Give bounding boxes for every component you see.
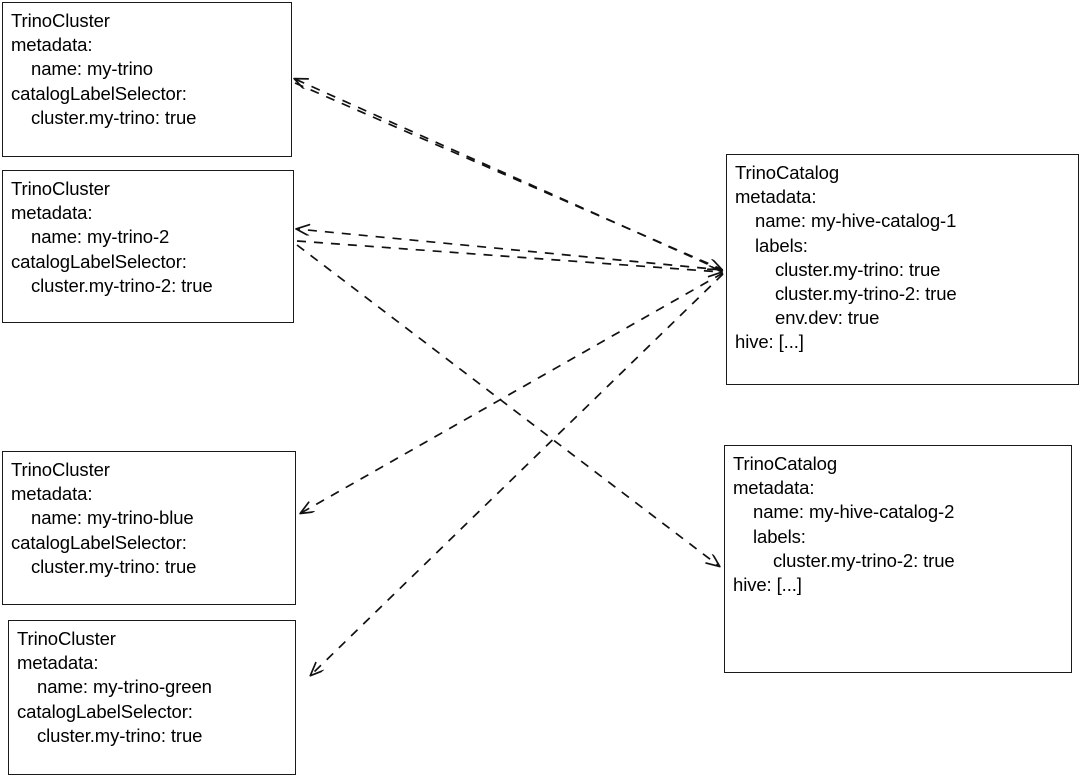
node-line: catalogLabelSelector: — [17, 700, 193, 722]
node-line: TrinoCatalog — [733, 453, 838, 474]
node-line: hive: [...] — [733, 574, 802, 596]
node-line: name: my-hive-catalog-1 — [755, 210, 957, 232]
node-line: cluster.my-trino: true — [31, 555, 197, 577]
edge-my-trino-to-catalog1 — [294, 82, 721, 269]
node-line: catalogLabelSelector: — [11, 250, 187, 272]
node-line: labels: — [755, 234, 808, 256]
node-line: TrinoCluster — [11, 459, 110, 480]
node-line: name: my-trino — [31, 58, 153, 80]
node-line: cluster.my-trino-2: true — [31, 274, 213, 296]
node-line: cluster.my-trino-2: true — [775, 283, 957, 305]
node-line: metadata: — [17, 652, 99, 674]
node-line: hive: [...] — [735, 331, 804, 353]
edge-my-trino-2-to-catalog2 — [296, 244, 719, 566]
node-line: TrinoCatalog — [735, 162, 840, 183]
node-trinocatalog-my-hive-catalog-1[interactable]: TrinoCatalog metadata: name: my-hive-cat… — [726, 154, 1079, 385]
node-line: cluster.my-trino: true — [775, 258, 941, 280]
node-line: metadata: — [11, 34, 93, 56]
node-line: catalogLabelSelector: — [11, 531, 187, 553]
node-line: TrinoCluster — [17, 628, 116, 649]
node-trinocluster-my-trino[interactable]: TrinoCluster metadata: name: my-trino ca… — [2, 2, 292, 157]
node-trinocluster-my-trino-green[interactable]: TrinoCluster metadata: name: my-trino-gr… — [8, 620, 296, 775]
node-line: name: my-hive-catalog-2 — [753, 501, 955, 523]
node-line: labels: — [753, 525, 806, 547]
edge-catalog1-to-my-trino-green — [311, 273, 724, 675]
node-line: cluster.my-trino: true — [37, 724, 203, 746]
node-line: metadata: — [11, 202, 93, 224]
edge-catalog1-to-my-trino-blue — [301, 272, 724, 513]
node-line: name: my-trino-blue — [31, 507, 194, 529]
node-line: catalogLabelSelector: — [11, 82, 187, 104]
node-line: TrinoCluster — [11, 178, 110, 199]
node-line: name: my-trino-green — [37, 676, 212, 698]
node-trinocluster-my-trino-2[interactable]: TrinoCluster metadata: name: my-trino-2 … — [2, 170, 294, 323]
node-line: name: my-trino-2 — [31, 226, 170, 248]
node-line: env.dev: true — [775, 307, 880, 329]
node-trinocatalog-my-hive-catalog-2[interactable]: TrinoCatalog metadata: name: my-hive-cat… — [724, 445, 1072, 673]
edge-catalog1-to-my-trino — [295, 79, 724, 272]
node-line: cluster.my-trino: true — [31, 106, 197, 128]
node-line: metadata: — [11, 483, 93, 505]
node-trinocluster-my-trino-blue[interactable]: TrinoCluster metadata: name: my-trino-bl… — [2, 451, 296, 605]
node-line: cluster.my-trino-2: true — [773, 549, 955, 571]
node-line: metadata: — [733, 477, 815, 499]
node-line: metadata: — [735, 186, 817, 208]
node-line: TrinoCluster — [11, 10, 110, 31]
edge-catalog1-to-my-trino-2 — [297, 229, 724, 271]
edge-my-trino-2-to-catalog1 — [296, 240, 721, 272]
